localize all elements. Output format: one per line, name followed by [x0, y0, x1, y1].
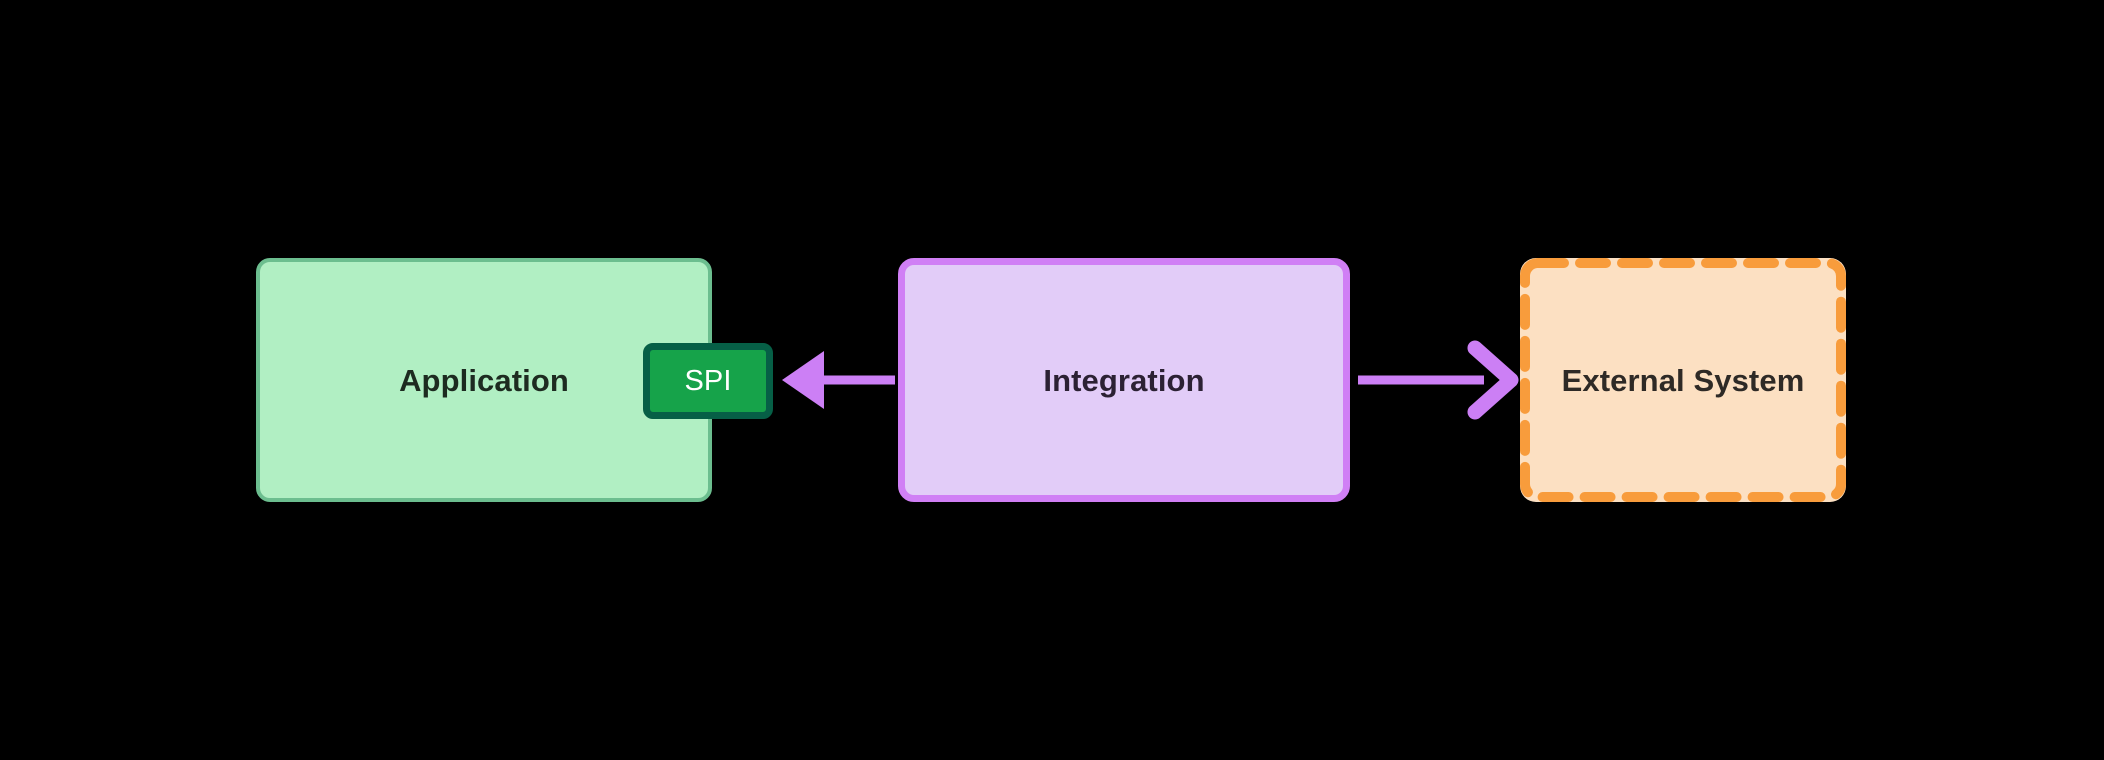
- node-application-label: Application: [399, 362, 569, 398]
- node-spi-label: SPI: [684, 364, 732, 397]
- edge-integration-to-spi[interactable]: [782, 351, 895, 409]
- arrowhead-open-chevron-right: [1467, 340, 1519, 420]
- edge-integration-to-external-system[interactable]: [1358, 340, 1519, 420]
- node-application[interactable]: Application: [256, 258, 712, 502]
- node-spi-badge[interactable]: SPI: [643, 343, 773, 419]
- arrowhead-filled-triangle-left: [782, 351, 824, 409]
- node-integration[interactable]: Integration: [898, 258, 1350, 502]
- node-integration-label: Integration: [1043, 362, 1205, 398]
